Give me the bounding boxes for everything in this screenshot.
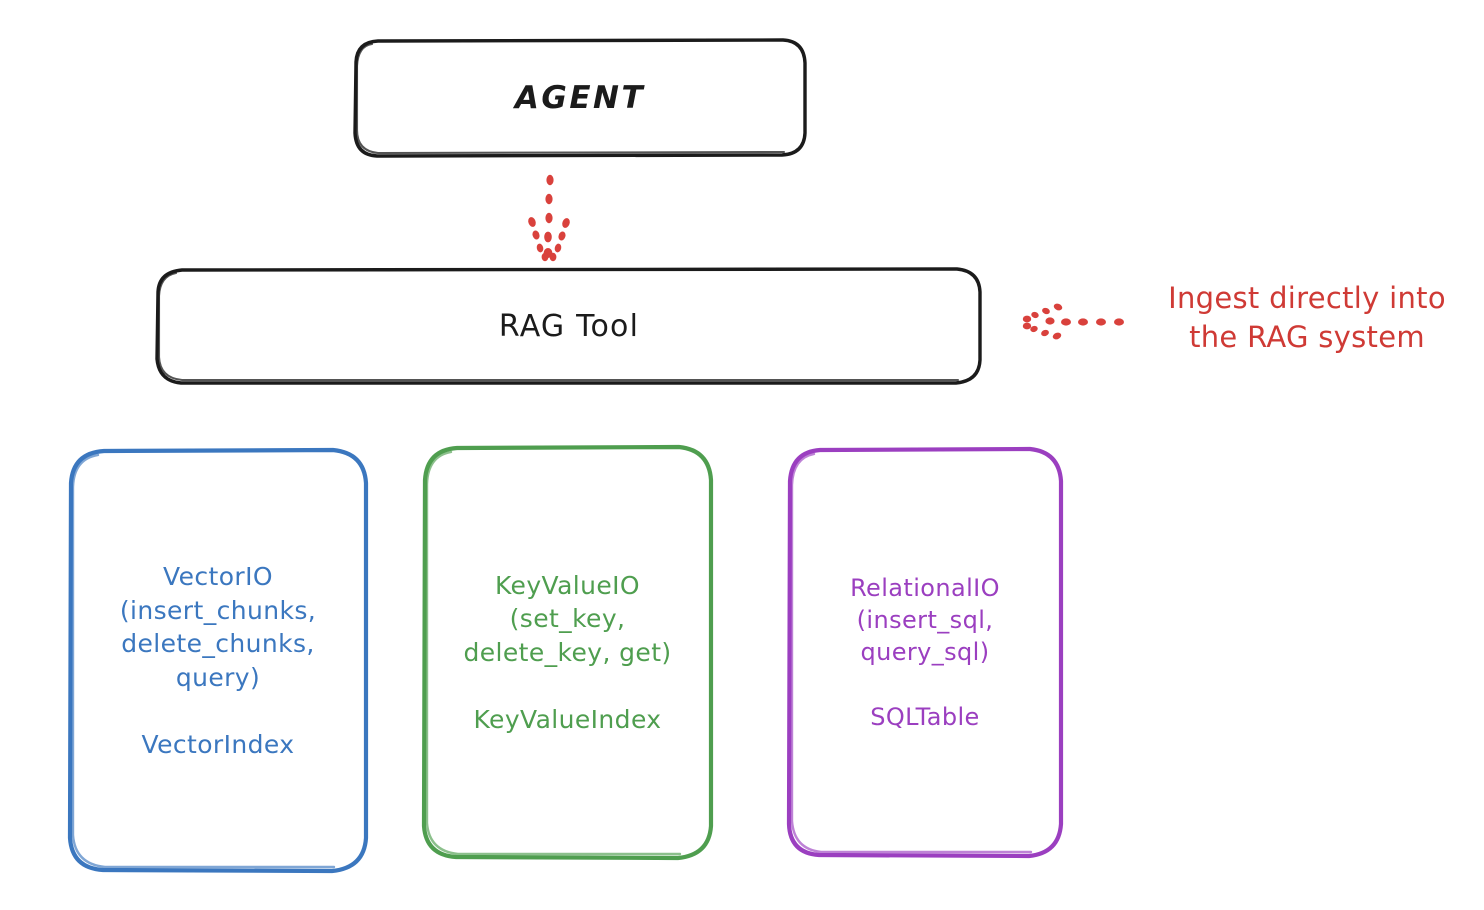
ingest-arrow bbox=[1022, 303, 1124, 340]
agent-box-outline bbox=[353, 38, 807, 158]
keyvalueio-box-outline bbox=[421, 444, 714, 861]
agent-node[interactable]: AGENT bbox=[355, 40, 805, 156]
keyvalueio-node[interactable]: KeyValueIO (set_key, delete_key, get) Ke… bbox=[424, 447, 711, 858]
rag-tool-label: RAG Tool bbox=[498, 309, 640, 344]
relationalio-label: RelationalIO (insert_sql, query_sql) SQL… bbox=[850, 574, 1000, 731]
rag-tool-node[interactable]: RAG Tool bbox=[157, 269, 981, 384]
relationalio-box-outline bbox=[786, 446, 1064, 859]
agent-label: AGENT bbox=[514, 79, 646, 116]
keyvalueio-label: KeyValueIO (set_key, delete_key, get) Ke… bbox=[463, 570, 672, 734]
agent-to-rag-tool-arrow bbox=[528, 174, 570, 262]
rag-tool-box-outline bbox=[155, 267, 982, 385]
vectorio-label: VectorIO (insert_chunks, delete_chunks, … bbox=[119, 562, 317, 759]
relationalio-node[interactable]: RelationalIO (insert_sql, query_sql) SQL… bbox=[789, 449, 1061, 856]
ingest-annotation-text: Ingest directly into the RAG system bbox=[1168, 281, 1446, 354]
vectorio-box-outline bbox=[67, 447, 369, 874]
vectorio-node[interactable]: VectorIO (insert_chunks, delete_chunks, … bbox=[70, 450, 366, 871]
